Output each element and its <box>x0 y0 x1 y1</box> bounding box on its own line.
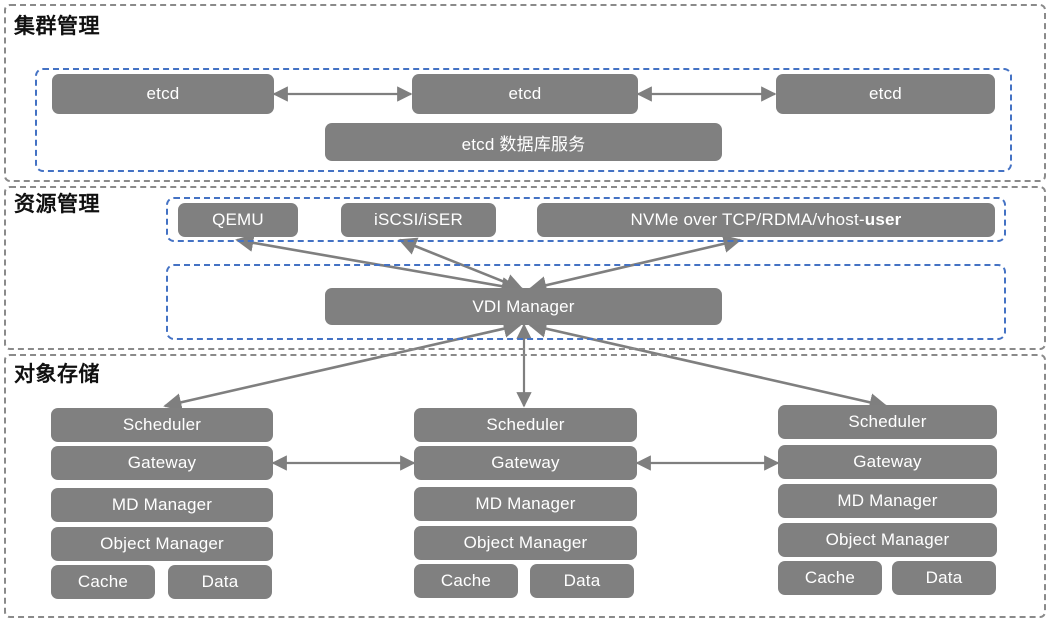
protocol-node-nvme[interactable]: NVMe over TCP/RDMA/vhost-user <box>537 203 995 237</box>
storage-right-gateway[interactable]: Gateway <box>778 445 997 479</box>
storage-middle-cache[interactable]: Cache <box>414 564 518 598</box>
storage-left-data[interactable]: Data <box>168 565 272 599</box>
etcd-node-middle[interactable]: etcd <box>412 74 638 114</box>
storage-left-object-manager[interactable]: Object Manager <box>51 527 273 561</box>
section-title-object-storage: 对象存储 <box>14 363 100 386</box>
storage-left-cache[interactable]: Cache <box>51 565 155 599</box>
section-resource-management <box>4 186 1046 350</box>
storage-left-gateway[interactable]: Gateway <box>51 446 273 480</box>
storage-right-cache[interactable]: Cache <box>778 561 882 595</box>
section-title-cluster-management: 集群管理 <box>14 15 100 38</box>
storage-right-object-manager[interactable]: Object Manager <box>778 523 997 557</box>
protocol-node-nvme-label: NVMe over TCP/RDMA/vhost- <box>630 210 865 229</box>
protocol-node-iscsi-iser[interactable]: iSCSI/iSER <box>341 203 496 237</box>
storage-middle-md-manager[interactable]: MD Manager <box>414 487 637 521</box>
protocol-node-qemu[interactable]: QEMU <box>178 203 298 237</box>
storage-middle-object-manager[interactable]: Object Manager <box>414 526 637 560</box>
storage-middle-scheduler[interactable]: Scheduler <box>414 408 637 442</box>
protocol-node-nvme-label-bold: user <box>864 210 902 229</box>
group-vdi-manager <box>166 264 1006 340</box>
storage-right-data[interactable]: Data <box>892 561 996 595</box>
storage-right-md-manager[interactable]: MD Manager <box>778 484 997 518</box>
group-storage-protocols <box>166 197 1006 242</box>
etcd-database-service-box[interactable]: etcd 数据库服务 <box>325 123 722 161</box>
group-etcd-cluster <box>35 68 1012 172</box>
storage-middle-data[interactable]: Data <box>530 564 634 598</box>
section-cluster-management <box>4 4 1046 182</box>
section-object-storage <box>4 354 1046 618</box>
vdi-manager-box[interactable]: VDI Manager <box>325 288 722 325</box>
etcd-node-left[interactable]: etcd <box>52 74 274 114</box>
storage-right-scheduler[interactable]: Scheduler <box>778 405 997 439</box>
storage-left-md-manager[interactable]: MD Manager <box>51 488 273 522</box>
section-title-resource-management: 资源管理 <box>14 193 100 216</box>
storage-middle-gateway[interactable]: Gateway <box>414 446 637 480</box>
etcd-node-right[interactable]: etcd <box>776 74 995 114</box>
storage-left-scheduler[interactable]: Scheduler <box>51 408 273 442</box>
